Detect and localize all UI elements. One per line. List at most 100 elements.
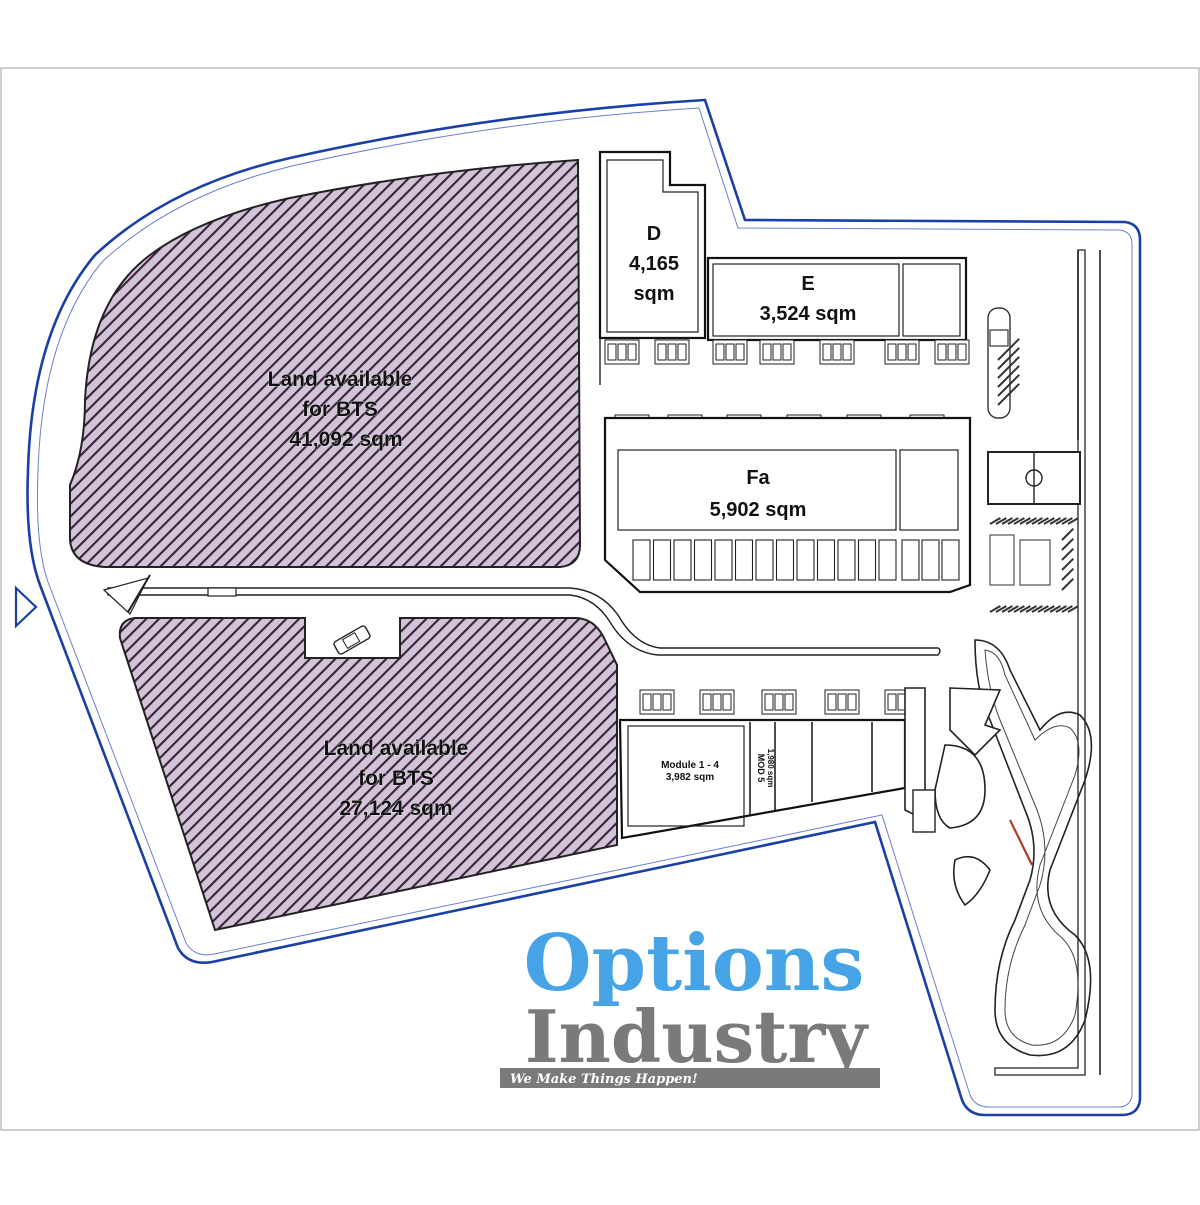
parking-space: [1061, 567, 1075, 581]
parking-space: [1043, 605, 1055, 613]
parking-space: [1067, 517, 1079, 525]
brand-word-industry: Industry: [525, 994, 869, 1079]
building-d-area-unit: sqm: [633, 283, 674, 305]
loading-dock: [759, 339, 795, 365]
fa-bay: [901, 539, 920, 581]
fa-bay: [878, 539, 897, 581]
fa-bay: [755, 539, 774, 581]
parking-space: [1019, 517, 1031, 525]
building-fa-bays: [632, 539, 960, 581]
fa-bay: [941, 539, 960, 581]
building-e[interactable]: E 3,524 sqm: [706, 256, 968, 342]
land-parcel-bottom-line1: Land available: [324, 737, 469, 760]
parking-space: [1061, 517, 1073, 525]
parking-space: [995, 517, 1007, 525]
land-parcel-top-line2: for BTS: [302, 398, 378, 421]
parking-space: [1019, 605, 1031, 613]
parking-space: [1061, 527, 1075, 541]
brand-tagline-bar: [500, 1068, 880, 1088]
parking-space: [1061, 557, 1075, 571]
building-e-name: E: [801, 273, 814, 295]
loading-dock: [604, 339, 640, 365]
parking-space: [1037, 605, 1049, 613]
loading-dock: [712, 339, 748, 365]
page-frame: [0, 67, 1200, 1131]
land-parcel-top-line3: 41,092 sqm: [289, 428, 402, 451]
parking-building: [989, 534, 1015, 586]
brand-tagline: We Make Things Happen!: [510, 1072, 698, 1087]
brand-watermark: Options Industry We Make Things Happen!: [500, 918, 880, 1088]
fa-bay: [714, 539, 733, 581]
parking-space: [1025, 605, 1037, 613]
parking-space: [1007, 605, 1019, 613]
land-parcel-top-line1: Land available: [268, 368, 413, 391]
land-parcel-bottom: [118, 617, 618, 932]
parking-space: [995, 605, 1007, 613]
loop-road: [952, 639, 1093, 1057]
module5-label: MOD 5: [756, 754, 766, 783]
building-fa[interactable]: Fa 5,902 sqm: [603, 416, 972, 594]
building-fa-name: Fa: [746, 467, 770, 489]
building-d[interactable]: D 4,165 sqm: [598, 150, 707, 385]
loading-dock: [884, 339, 920, 365]
parking-space: [989, 605, 1001, 613]
fa-bay: [816, 539, 836, 581]
parking-space: [1013, 605, 1025, 613]
parking-space: [1031, 517, 1043, 525]
fa-bay: [652, 539, 672, 581]
fa-bay: [857, 539, 877, 581]
parking-space: [1043, 517, 1055, 525]
loading-dock: [819, 339, 855, 365]
parking-space: [989, 517, 1001, 525]
parking-space: [997, 338, 1020, 361]
fa-bay: [632, 539, 651, 581]
parking-space: [1055, 605, 1067, 613]
parking-space: [1007, 517, 1019, 525]
car-icon: [333, 625, 371, 655]
fa-bay: [921, 539, 940, 581]
loading-dock: [824, 689, 860, 715]
parking-space: [1067, 605, 1079, 613]
land-parcel-top: [69, 158, 582, 568]
sports-field: [987, 451, 1081, 505]
parking-space: [1001, 517, 1013, 525]
fa-bay: [775, 539, 795, 581]
modules-area: 3,982 sqm: [666, 772, 714, 783]
fa-bay: [837, 539, 856, 581]
parking-area: [989, 338, 1079, 613]
parking-building: [1019, 539, 1051, 586]
internal-road: [102, 249, 1101, 1076]
building-d-name: D: [647, 223, 661, 245]
parking-space: [1001, 605, 1013, 613]
fa-bay: [673, 539, 692, 581]
loading-dock: [639, 689, 675, 715]
parking-space: [1013, 517, 1025, 525]
parking-space: [997, 365, 1020, 388]
modules-name: Module 1 - 4: [661, 760, 719, 771]
loading-dock: [761, 689, 797, 715]
parking-space: [1055, 517, 1067, 525]
building-fa-area: 5,902 sqm: [710, 499, 807, 521]
navigation-arrow-icon[interactable]: [14, 585, 38, 629]
parking-space: [1061, 537, 1075, 551]
parking-space: [1025, 517, 1037, 525]
parking-space: [1031, 605, 1043, 613]
parking-space: [997, 374, 1020, 397]
site-boundary: [26, 98, 1142, 1117]
parking-space: [997, 347, 1020, 370]
land-parcel-bottom-line2: for BTS: [358, 767, 434, 790]
fa-bay: [734, 539, 754, 581]
parking-space: [1061, 547, 1075, 561]
land-parcel-bottom-line3: 27,124 sqm: [339, 797, 452, 820]
building-d-area-value: 4,165: [629, 253, 679, 275]
loading-dock: [699, 689, 735, 715]
brand-word-options: Options: [524, 918, 865, 1009]
parking-space: [997, 356, 1020, 379]
parking-space: [1049, 517, 1061, 525]
parking-space: [997, 383, 1020, 406]
building-modules[interactable]: Module 1 - 4 3,982 sqm MOD 5 1,980 sqm: [618, 718, 907, 840]
module5-area: 1,980 sqm: [766, 749, 775, 788]
loading-dock: [654, 339, 690, 365]
